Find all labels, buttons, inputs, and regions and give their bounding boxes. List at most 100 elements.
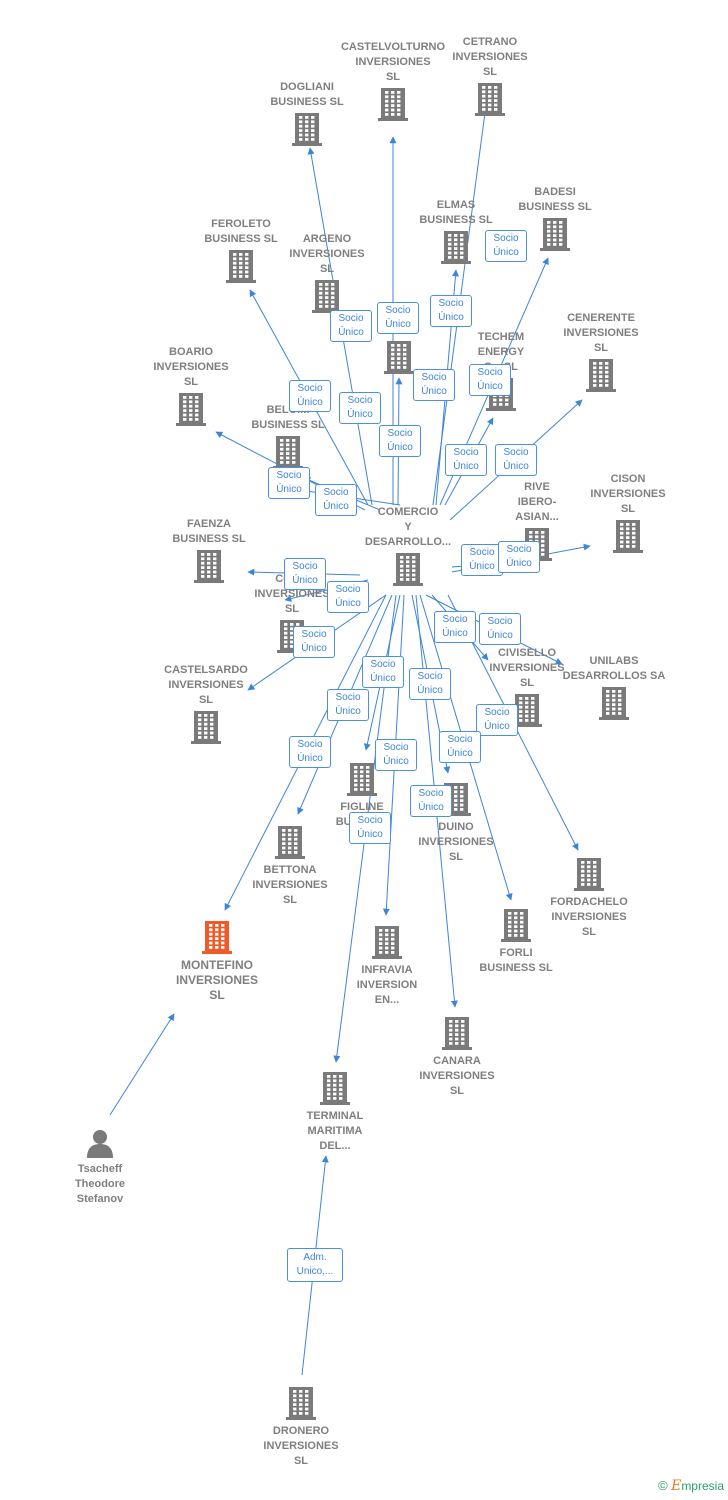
role-badge-socio-unico[interactable]: Socio Único bbox=[330, 310, 372, 342]
building-icon bbox=[467, 693, 587, 727]
node-comercio[interactable]: COMERCIO Y DESARROLLO... bbox=[348, 505, 468, 586]
building-icon bbox=[456, 908, 576, 942]
role-badge-socio-unico[interactable]: Socio Único bbox=[479, 613, 521, 645]
brand-name: mpresia bbox=[681, 1479, 724, 1493]
role-badge-socio-unico[interactable]: Socio Único bbox=[413, 369, 455, 401]
building-icon bbox=[397, 1016, 517, 1050]
node-label: MONTEFINO INVERSIONES SL bbox=[175, 958, 259, 1002]
node-dogliani[interactable]: DOGLIANI BUSINESS SL bbox=[247, 80, 367, 146]
node-forli[interactable]: FORLI BUSINESS SL bbox=[456, 908, 576, 976]
node-elmas[interactable]: ELMAS BUSINESS SL bbox=[396, 198, 516, 264]
node-dronero[interactable]: DRONERO INVERSIONES SL bbox=[241, 1386, 361, 1469]
node-cenerente[interactable]: CENERENTE INVERSIONES SL bbox=[541, 311, 661, 392]
building-icon bbox=[554, 686, 674, 720]
role-badge-socio-unico[interactable]: Socio Único bbox=[293, 626, 335, 658]
node-tsacheff[interactable]: Tsacheff Theodore Stefanov bbox=[40, 1128, 160, 1207]
node-boario[interactable]: BOARIO INVERSIONES SL bbox=[131, 345, 251, 426]
node-castelvolturno[interactable]: CASTELVOLTURNO INVERSIONES SL bbox=[333, 40, 453, 121]
node-label: CENERENTE INVERSIONES SL bbox=[563, 312, 639, 354]
building-icon bbox=[230, 825, 350, 859]
node-argeno[interactable]: ARGENO INVERSIONES SL bbox=[267, 232, 387, 313]
node-canara[interactable]: CANARA INVERSIONES SL bbox=[397, 1016, 517, 1099]
role-badge-socio-unico[interactable]: Socio Único bbox=[327, 581, 369, 613]
node-label: CIVISELLO INVERSIONES SL bbox=[489, 647, 565, 689]
role-badge-socio-unico[interactable]: Socio Único bbox=[315, 484, 357, 516]
role-badge-socio-unico[interactable]: Socio Único bbox=[349, 812, 391, 844]
building-icon bbox=[131, 392, 251, 426]
role-badge-socio-unico[interactable]: Socio Único bbox=[498, 541, 540, 573]
role-badge-socio-unico[interactable]: Socio Único bbox=[485, 230, 527, 262]
role-badge-socio-unico[interactable]: Socio Único bbox=[339, 392, 381, 424]
role-badge-socio-unico[interactable]: Socio Único bbox=[268, 467, 310, 499]
role-badge-socio-unico[interactable]: Socio Único bbox=[495, 444, 537, 476]
role-badge-socio-unico[interactable]: Socio Único bbox=[439, 731, 481, 763]
node-cison[interactable]: CISON INVERSIONES SL bbox=[568, 472, 688, 553]
role-badge-socio-unico[interactable]: Socio Único bbox=[362, 656, 404, 688]
node-terminal[interactable]: TERMINAL MARITIMA DEL... bbox=[275, 1071, 395, 1154]
node-feroleto[interactable]: FEROLETO BUSINESS SL bbox=[181, 217, 301, 283]
node-label: BETTONA INVERSIONES SL bbox=[252, 864, 328, 906]
role-badge-socio-unico[interactable]: Socio Único bbox=[289, 736, 331, 768]
node-label: Tsacheff Theodore Stefanov bbox=[74, 1163, 126, 1205]
role-badge-socio-unico[interactable]: Socio Único bbox=[434, 611, 476, 643]
role-badge-socio-unico[interactable]: Socio Único bbox=[469, 364, 511, 396]
building-icon bbox=[241, 1386, 361, 1420]
building-icon bbox=[568, 519, 688, 553]
node-label: FAENZA BUSINESS SL bbox=[172, 518, 246, 545]
role-badge-socio-unico[interactable]: Socio Único bbox=[377, 302, 419, 334]
role-badge-socio-unico[interactable]: Socio Único bbox=[410, 785, 452, 817]
role-badge-socio-unico[interactable]: Socio Único bbox=[461, 544, 503, 576]
building-icon bbox=[275, 1071, 395, 1105]
node-hidden1[interactable] bbox=[339, 340, 459, 374]
node-bettona[interactable]: BETTONA INVERSIONES SL bbox=[230, 825, 350, 908]
building-icon bbox=[333, 87, 453, 121]
role-badge-socio-unico[interactable]: Socio Único bbox=[284, 558, 326, 590]
role-badge-socio-unico[interactable]: Socio Único bbox=[289, 380, 331, 412]
node-faenza[interactable]: FAENZA BUSINESS SL bbox=[149, 517, 269, 583]
building-icon bbox=[228, 435, 348, 469]
building-icon bbox=[529, 857, 649, 891]
node-label: CASTELVOLTURNO INVERSIONES SL bbox=[340, 41, 446, 83]
role-badge-administrator[interactable]: Adm. Unico,... bbox=[287, 1248, 343, 1282]
node-fordachelo[interactable]: FORDACHELO INVERSIONES SL bbox=[529, 857, 649, 940]
node-unilabs[interactable]: UNILABS DESARROLLOS SA bbox=[554, 654, 674, 720]
role-badge-socio-unico[interactable]: Socio Único bbox=[375, 739, 417, 771]
node-castelsardo[interactable]: CASTELSARDO INVERSIONES SL bbox=[146, 663, 266, 744]
building-icon bbox=[327, 925, 447, 959]
role-badge-socio-unico[interactable]: Socio Único bbox=[445, 444, 487, 476]
node-cetrano[interactable]: CETRANO INVERSIONES SL bbox=[430, 35, 550, 116]
role-badge-socio-unico[interactable]: Socio Único bbox=[476, 704, 518, 736]
building-icon bbox=[267, 279, 387, 313]
node-label: BOARIO INVERSIONES SL bbox=[153, 346, 229, 388]
node-belgi[interactable]: BELGI... BUSINESS SL bbox=[228, 403, 348, 469]
role-badge-socio-unico[interactable]: Socio Único bbox=[409, 668, 451, 700]
node-badesi[interactable]: BADESI BUSINESS SL bbox=[495, 185, 615, 251]
building-icon bbox=[339, 340, 459, 374]
node-label: TERMINAL MARITIMA DEL... bbox=[306, 1110, 364, 1152]
node-label: FORDACHELO INVERSIONES SL bbox=[550, 896, 628, 938]
node-label: CASTELSARDO INVERSIONES SL bbox=[164, 664, 248, 706]
building-icon bbox=[348, 552, 468, 586]
node-montefino[interactable]: MONTEFINO INVERSIONES SL bbox=[157, 920, 277, 1003]
building-icon bbox=[247, 112, 367, 146]
edge-arrow bbox=[109, 1013, 175, 1116]
building-icon bbox=[430, 82, 550, 116]
building-icon bbox=[146, 710, 266, 744]
building-icon bbox=[302, 762, 422, 796]
brand-initial: E bbox=[671, 1478, 682, 1494]
node-label: DOGLIANI BUSINESS SL bbox=[270, 81, 344, 108]
node-civisello[interactable]: CIVISELLO INVERSIONES SL bbox=[467, 646, 587, 727]
role-badge-socio-unico[interactable]: Socio Único bbox=[379, 425, 421, 457]
person-icon bbox=[40, 1128, 160, 1158]
node-infravia[interactable]: INFRAVIA INVERSION EN... bbox=[327, 925, 447, 1008]
building-icon bbox=[495, 217, 615, 251]
node-label: DUINO INVERSIONES SL bbox=[418, 821, 494, 863]
building-icon bbox=[149, 549, 269, 583]
role-badge-socio-unico[interactable]: Socio Único bbox=[327, 689, 369, 721]
node-label: UNILABS DESARROLLOS SA bbox=[562, 655, 666, 682]
role-badge-socio-unico[interactable]: Socio Único bbox=[430, 295, 472, 327]
node-label: DRONERO INVERSIONES SL bbox=[263, 1425, 339, 1467]
node-label: BADESI BUSINESS SL bbox=[518, 186, 592, 213]
node-label: ARGENO INVERSIONES SL bbox=[289, 233, 365, 275]
building-icon bbox=[157, 920, 277, 954]
